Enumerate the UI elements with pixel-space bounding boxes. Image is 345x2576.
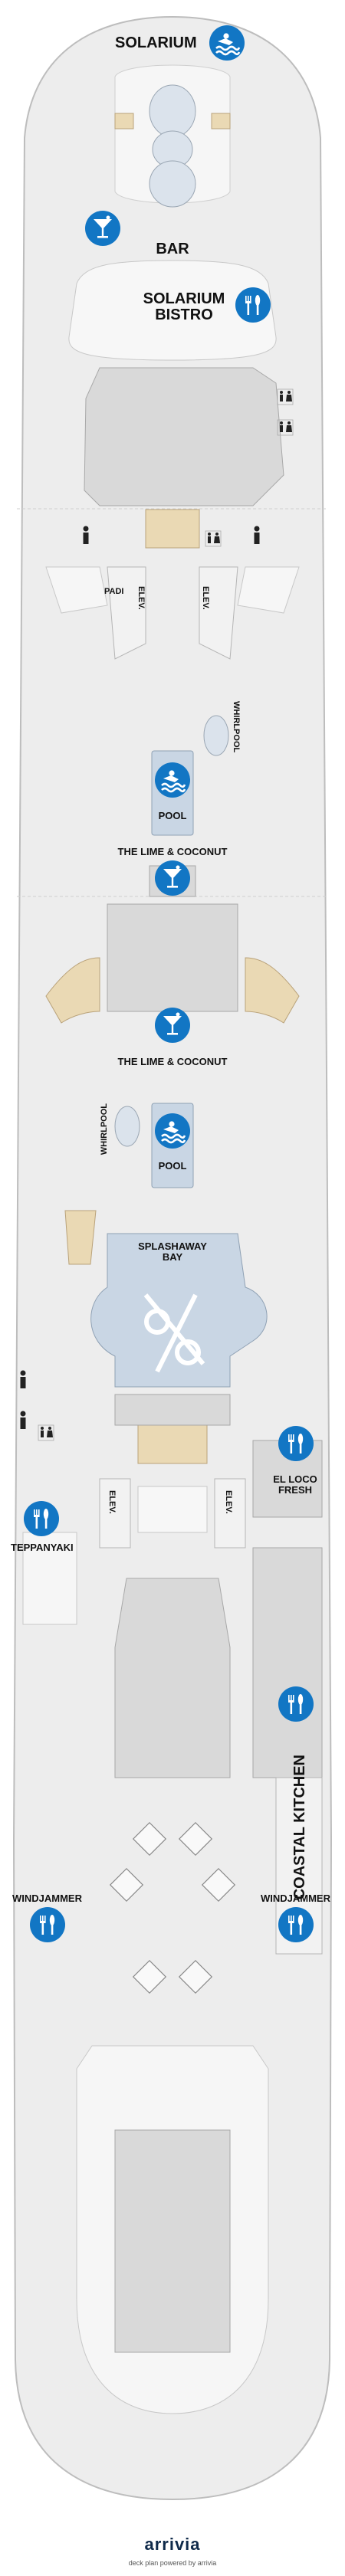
windjammer-starboard-label: WINDJAMMER — [261, 1893, 330, 1904]
central-structure — [107, 903, 238, 1012]
elevator-bank-aft-right — [214, 1478, 246, 1549]
solarium-bistro-dining-icon — [235, 287, 271, 323]
elevator-label-left: ELEV. — [136, 586, 146, 610]
solarium-bistro-area — [68, 260, 277, 361]
windjammer-aft-block — [114, 2129, 231, 2353]
restroom-person-icon — [20, 1370, 26, 1388]
splashaway-slides — [143, 1293, 205, 1373]
aft-central-block — [114, 1578, 231, 1778]
coastal-kitchen-area — [252, 1547, 323, 1778]
womens-restroom-icon — [254, 526, 260, 544]
aft-pool-label: POOL — [158, 1160, 187, 1172]
whirlpool-forward — [203, 715, 229, 756]
splashaway-bay — [90, 1233, 268, 1388]
aft-corridor — [137, 1486, 208, 1533]
solarium-label: SOLARIUM — [115, 34, 197, 51]
elevator-bank-aft-left — [99, 1478, 131, 1549]
solarium-deck-chairs — [211, 113, 231, 129]
elevator-bank-right — [199, 566, 238, 660]
midship-structure — [114, 1394, 231, 1426]
bar-label: BAR — [156, 241, 189, 257]
forward-pool-label: POOL — [158, 810, 187, 821]
whirlpool-aft — [114, 1106, 140, 1147]
restroom-person-icon — [20, 1411, 26, 1429]
solarium-pool — [149, 84, 196, 208]
elevator-bank-left — [107, 566, 146, 660]
aft-stairs — [137, 1424, 208, 1464]
forward-pool-swimmer-icon — [153, 761, 192, 799]
teppanyaki-dining-icon — [24, 1501, 59, 1536]
coastal-kitchen-label: COASTAL KITCHEN — [291, 1755, 308, 1900]
elevator-label-aft-right: ELEV. — [224, 1490, 233, 1514]
deck-chairs-aft — [64, 1210, 97, 1265]
solarium-swimmer-icon — [208, 24, 246, 62]
splashaway-bay-label: SPLASHAWAY BAY — [138, 1240, 207, 1263]
deck-chairs-right-arc — [245, 957, 300, 1024]
side-wing-left — [45, 566, 108, 614]
windjammer-port-label: WINDJAMMER — [12, 1893, 82, 1904]
mens-restroom-icon — [83, 526, 89, 544]
teppanyaki-label: TEPPANYAKI — [11, 1542, 74, 1553]
lime-coconut-label-forward: THE LIME & COCONUT — [117, 846, 228, 857]
teppanyaki-area — [22, 1532, 77, 1625]
windjammer-port-dining-icon — [30, 1907, 65, 1942]
solarium-deck-chairs — [114, 113, 134, 129]
deck-chairs-left-arc — [45, 957, 100, 1024]
arrivia-logo: arrivia — [144, 2535, 201, 2554]
elevator-label-aft-left: ELEV. — [107, 1490, 117, 1514]
whirlpool-label-forward: WHIRLPOOL — [232, 701, 241, 753]
lime-coconut-cocktail-icon — [155, 1008, 190, 1043]
coastal-kitchen-dining-icon — [278, 1686, 314, 1722]
bar-cocktail-icon — [85, 211, 120, 246]
solarium-bistro-label: SOLARIUM BISTRO — [143, 290, 225, 323]
whirlpool-label-aft: WHIRLPOOL — [100, 1103, 109, 1155]
forward-structure — [84, 367, 284, 506]
elevator-label-right: ELEV. — [201, 586, 210, 610]
lime-coconut-label-aft: THE LIME & COCONUT — [117, 1056, 228, 1067]
el-loco-fresh-dining-icon — [278, 1426, 314, 1461]
windjammer-starboard-dining-icon — [278, 1907, 314, 1942]
windjammer-tables — [109, 1821, 236, 1994]
powered-by-text: deck plan powered by arrivia — [128, 2559, 217, 2567]
side-wing-right — [237, 566, 300, 614]
forward-stairs — [145, 509, 200, 549]
padi-label: PADI — [104, 587, 124, 596]
aft-pool-swimmer-icon — [153, 1112, 192, 1150]
el-loco-fresh-label: EL LOCO FRESH — [273, 1473, 317, 1496]
lime-coconut-cocktail-icon — [155, 860, 190, 896]
